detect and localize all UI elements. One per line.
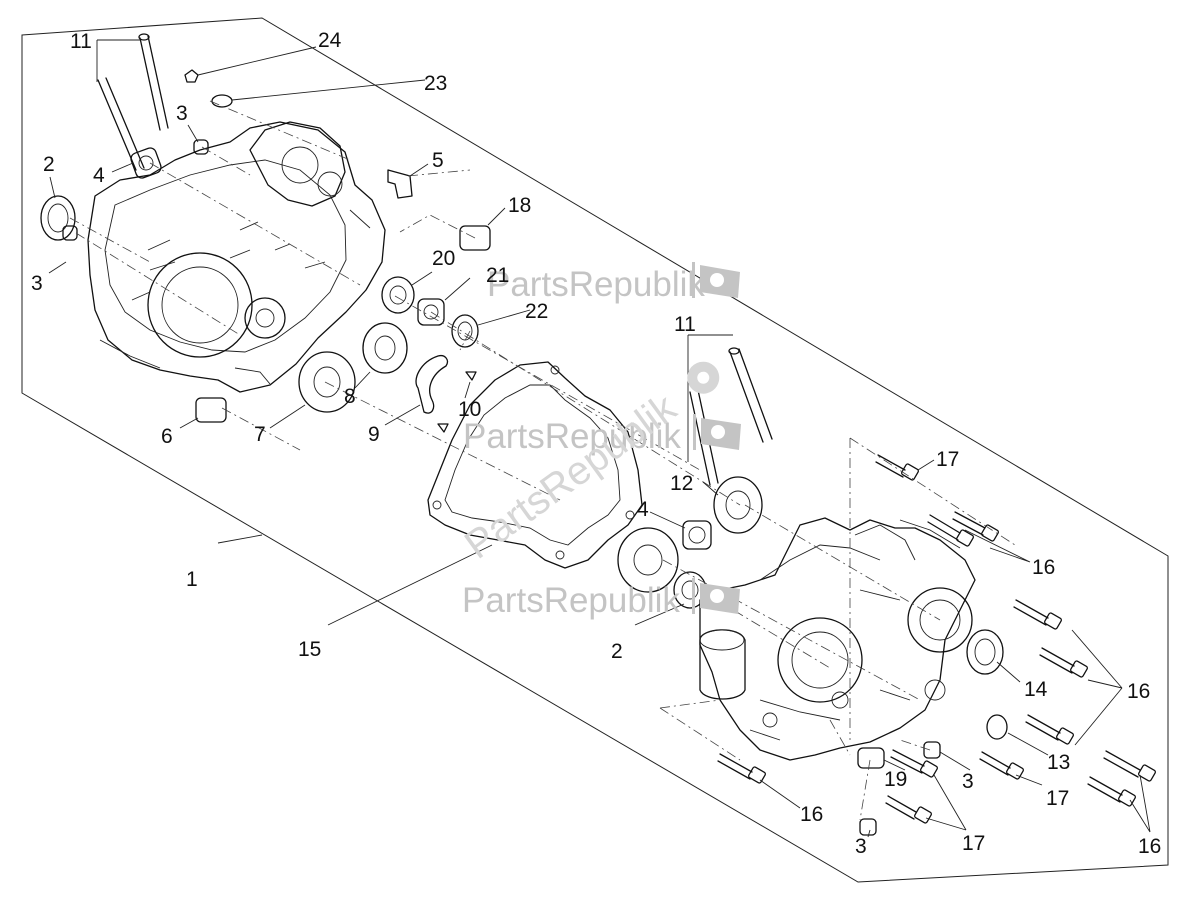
watermark-1: PartsRepublik [487, 262, 740, 304]
gear-icon [687, 361, 720, 394]
bolts [717, 454, 1156, 824]
callout-6: 6 [161, 425, 173, 448]
callout-3: 3 [31, 272, 43, 295]
watermark-text: PartsRepublik [463, 417, 681, 456]
callout-11: 11 [674, 313, 696, 336]
callout-12: 12 [670, 472, 693, 495]
callout-16: 16 [800, 803, 823, 826]
callout-3: 3 [962, 770, 974, 793]
callout-labels: 11 24 23 3 2 4 5 18 3 20 21 22 11 10 6 7… [31, 29, 1161, 858]
bearings-and-seals [40, 69, 1008, 836]
left-crankcase-half [87, 121, 386, 393]
callout-13: 13 [1047, 751, 1070, 774]
assembly-frame [21, 17, 1169, 883]
callout-8: 8 [344, 385, 356, 408]
callout-4: 4 [93, 164, 105, 187]
callout-10: 10 [458, 398, 481, 421]
callout-21: 21 [486, 264, 509, 287]
callout-3: 3 [855, 835, 867, 858]
watermarks: PartsRepublik PartsRepublik PartsRepubli… [457, 262, 741, 620]
callout-24: 24 [318, 29, 342, 52]
watermark-2: PartsRepublik [463, 414, 741, 456]
callout-16: 16 [1127, 680, 1150, 703]
gear-icon [700, 265, 740, 298]
callout-3: 3 [176, 102, 188, 125]
callout-15: 15 [298, 638, 321, 661]
callout-20: 20 [432, 247, 455, 270]
callout-2: 2 [611, 640, 623, 663]
callout-18: 18 [508, 194, 531, 217]
callout-23: 23 [424, 72, 447, 95]
callout-16: 16 [1138, 835, 1161, 858]
callout-5: 5 [432, 149, 444, 172]
callout-14: 14 [1024, 678, 1048, 701]
callout-4: 4 [637, 498, 649, 521]
callout-2: 2 [43, 153, 55, 176]
assembly-centerlines [69, 100, 1016, 821]
watermark-3: PartsRepublik [462, 578, 740, 620]
callout-17: 17 [1046, 787, 1069, 810]
callout-7: 7 [254, 423, 266, 446]
callout-22: 22 [525, 300, 548, 323]
callout-11: 11 [70, 30, 92, 53]
callout-17: 17 [962, 832, 985, 855]
leader-lines [48, 39, 1151, 838]
callout-16: 16 [1032, 556, 1055, 579]
gasket [427, 361, 643, 569]
watermark-text: PartsRepublik [462, 581, 680, 620]
gear-icon [701, 418, 741, 450]
callout-1: 1 [186, 568, 198, 591]
watermark-text: PartsRepublik [457, 385, 685, 568]
callout-19: 19 [884, 768, 907, 791]
right-crankcase-half [699, 517, 976, 761]
callout-17: 17 [936, 448, 959, 471]
watermark-text: PartsRepublik [487, 265, 705, 304]
gear-icon [700, 583, 740, 614]
callout-9: 9 [368, 423, 380, 446]
